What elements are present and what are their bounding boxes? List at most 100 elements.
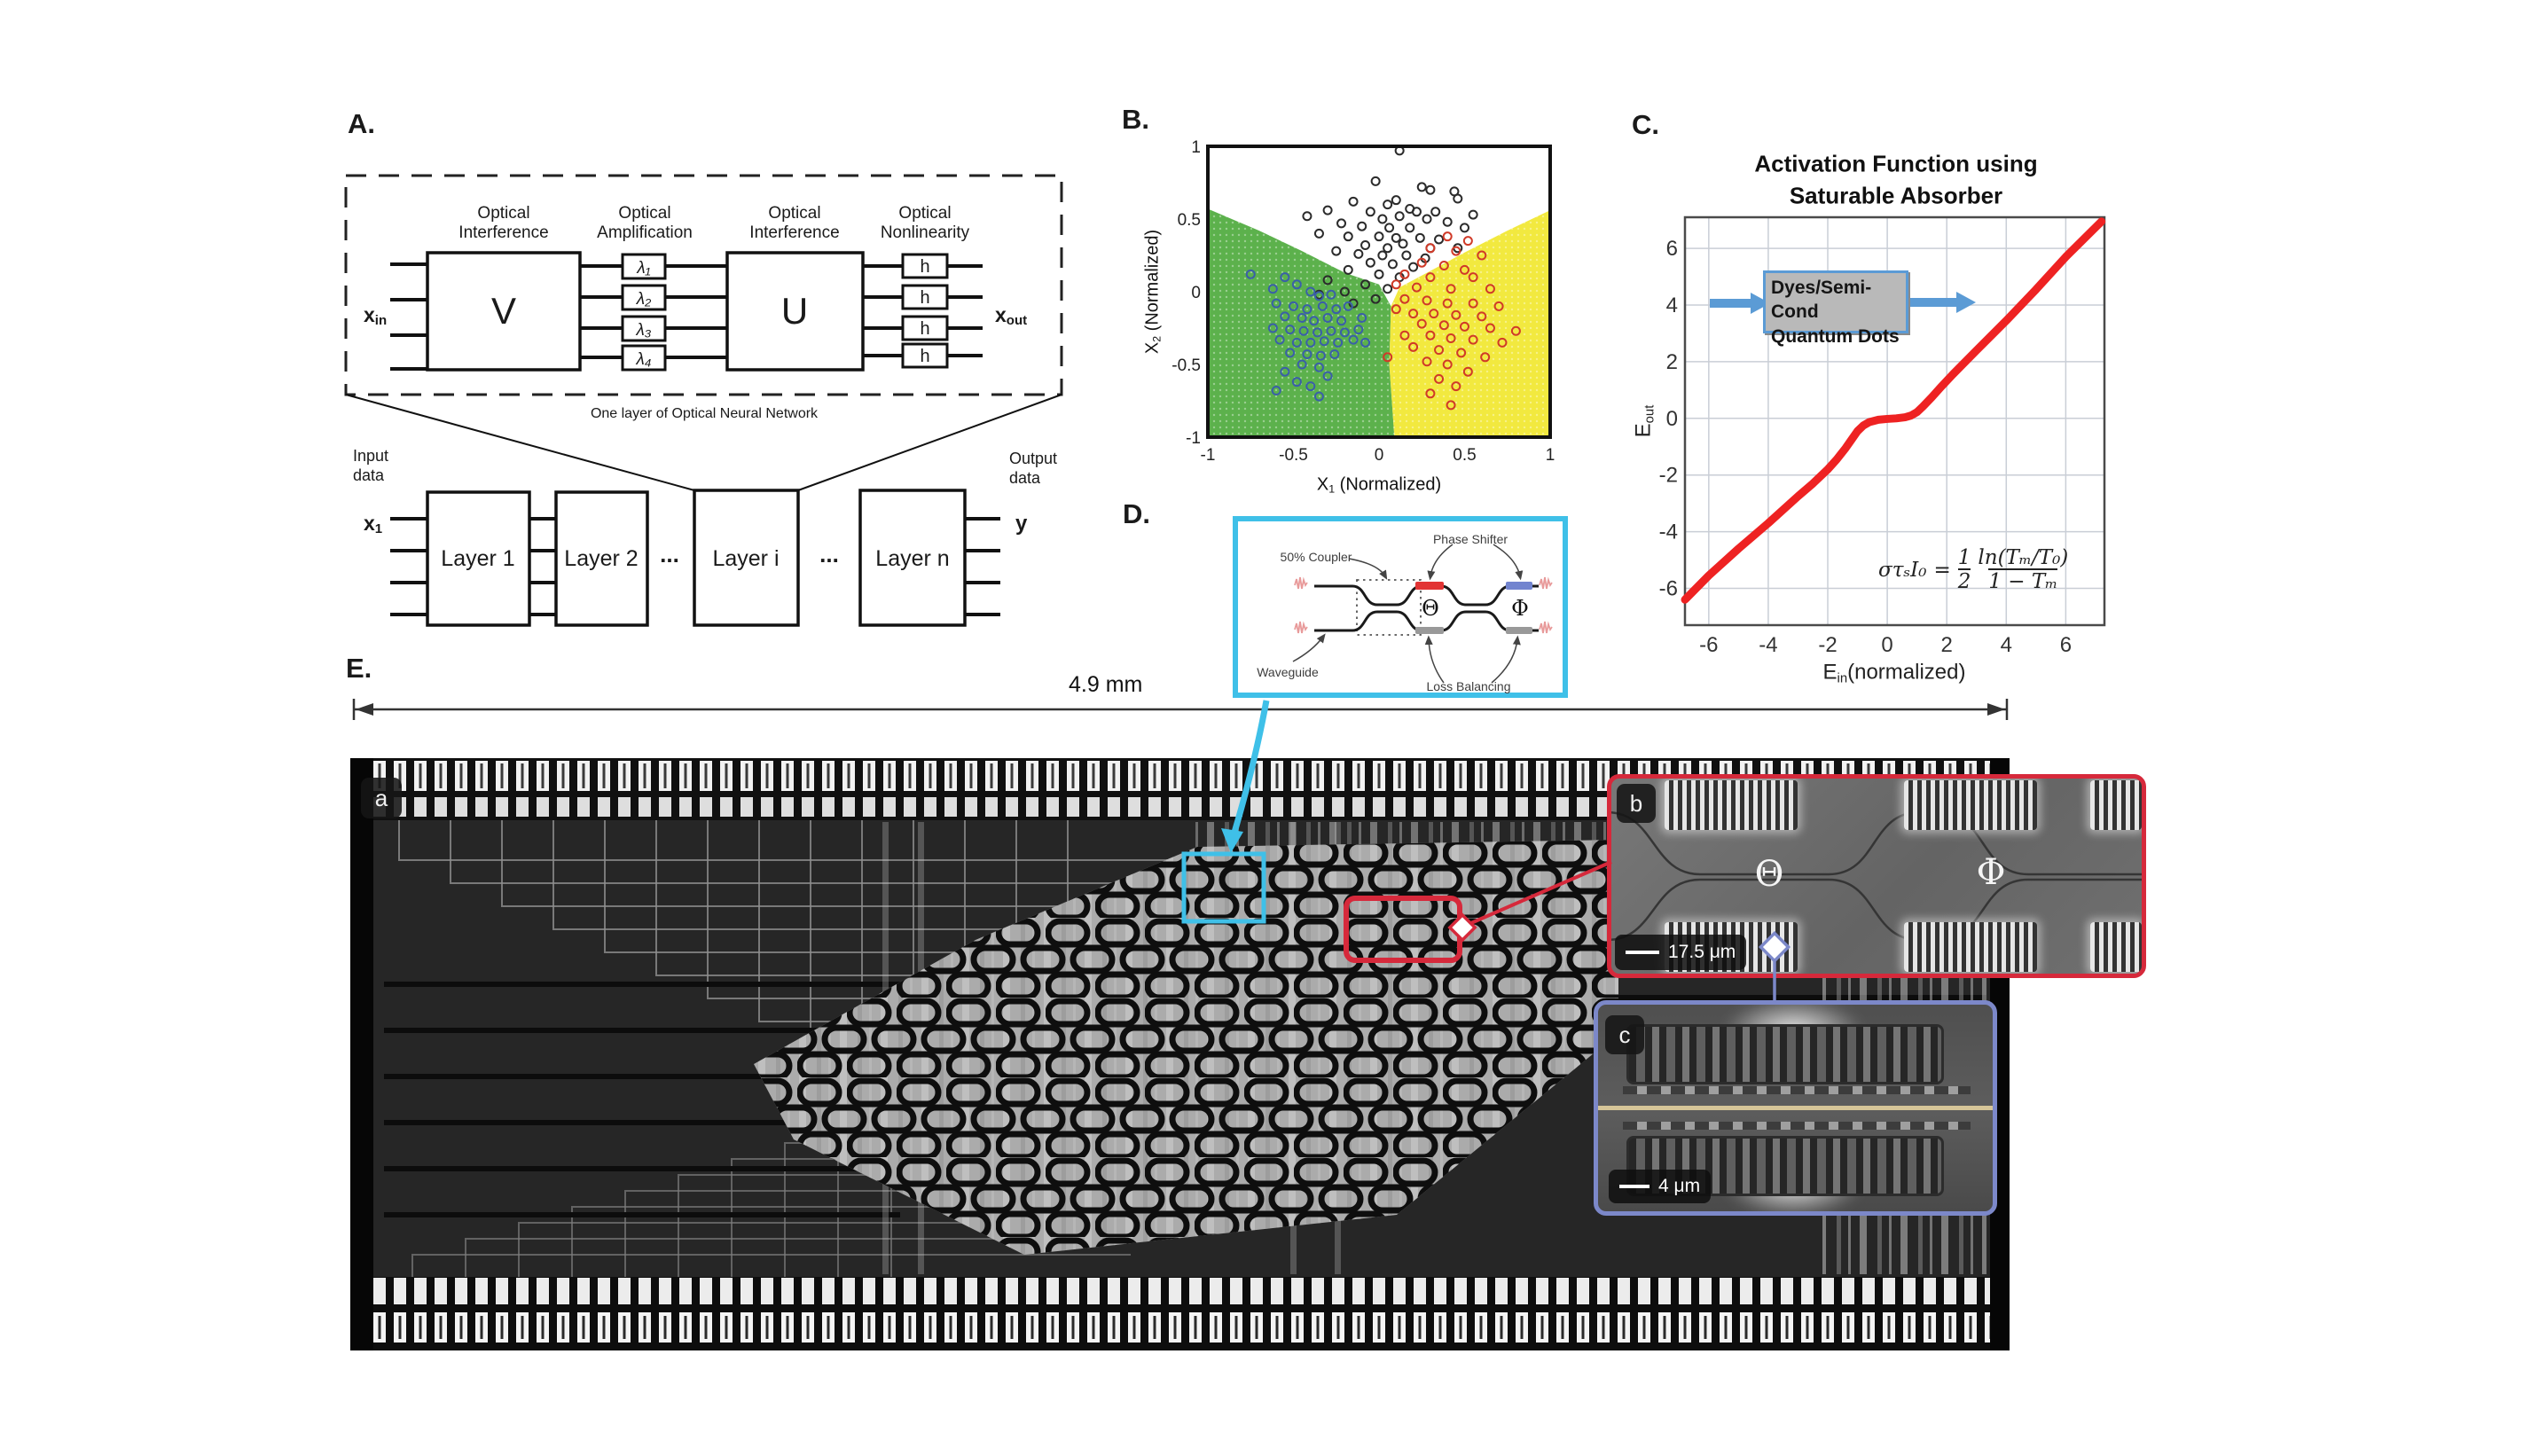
metal-contact xyxy=(2090,780,2142,830)
scale-bar-line xyxy=(1619,1185,1649,1188)
c-xlabel: Ein(normalized) xyxy=(1822,660,1966,686)
cluster-top-black-point xyxy=(1391,195,1401,206)
metal-contact xyxy=(2090,922,2142,972)
y-tick-label: -1 xyxy=(1186,429,1201,448)
scale-bar-b: 17.5 μm xyxy=(1615,935,1747,970)
x1-label: x1 xyxy=(364,512,382,536)
c-title-line2: Saturable Absorber xyxy=(1789,182,2003,209)
cluster-right-red-point xyxy=(1462,366,1473,377)
h3-symbol: h xyxy=(920,319,929,339)
x-tick-label: 0 xyxy=(1375,446,1384,465)
cluster-top-black-point xyxy=(1430,207,1441,217)
x-tick-label: -6 xyxy=(1699,633,1718,657)
cluster-top-black-point xyxy=(1414,232,1425,243)
cluster-top-black-point xyxy=(1401,250,1412,261)
cluster-right-red-point xyxy=(1462,236,1473,247)
cluster-left-blue-point xyxy=(1280,311,1290,322)
panel-d-label: D. xyxy=(1123,498,1150,529)
cluster-top-black-point xyxy=(1313,228,1324,239)
x-tick-label: 4 xyxy=(2001,633,2012,657)
cluster-left-blue-point xyxy=(1313,362,1324,372)
y-tick-label: 0 xyxy=(1666,407,1678,431)
cluster-left-blue-point xyxy=(1313,327,1323,338)
cluster-right-red-point xyxy=(1468,298,1478,309)
panel-c: C. Activation Function using Saturable A… xyxy=(1621,84,2144,705)
cluster-top-black-point xyxy=(1460,223,1469,233)
cluster-left-blue-point xyxy=(1267,284,1278,294)
cluster-left-blue-point xyxy=(1291,279,1302,290)
sub-figure-b-tag: b xyxy=(1617,784,1656,823)
cluster-right-red-point xyxy=(1422,356,1432,367)
plot-frame xyxy=(1206,145,1552,439)
lambda1-symbol: λ₁ xyxy=(636,259,650,278)
stage3-label-l1: Optical xyxy=(768,204,820,223)
lambda4-symbol: λ₄ xyxy=(636,350,652,369)
cluster-left-blue-point xyxy=(1313,291,1324,301)
cluster-left-blue-point xyxy=(1317,301,1328,311)
cluster-right-red-point xyxy=(1438,320,1449,331)
theta-symbol: Θ xyxy=(1754,854,1784,895)
cluster-top-black-point xyxy=(1365,207,1375,217)
output-data-label-l1: Output xyxy=(1009,450,1057,467)
loss-balancer-2 xyxy=(1506,627,1532,634)
waveguide-core-line xyxy=(1598,1106,1993,1110)
cluster-right-red-point xyxy=(1477,311,1487,322)
cluster-left-blue-point xyxy=(1291,377,1302,387)
cluster-right-red-point xyxy=(1468,334,1478,345)
funnel-left xyxy=(345,394,695,491)
inset-b-waveguides xyxy=(1611,810,2142,942)
cluster-left-blue-point xyxy=(1274,334,1285,345)
cluster-right-red-point xyxy=(1493,301,1504,311)
cluster-top-black-point xyxy=(1398,239,1408,249)
metal-contact xyxy=(1665,780,1798,830)
cluster-left-blue-point xyxy=(1289,301,1298,311)
cluster-top-black-point xyxy=(1377,250,1388,261)
cluster-left-blue-point xyxy=(1348,334,1359,345)
cluster-top-black-point xyxy=(1322,275,1333,286)
cluster-left-blue-point xyxy=(1343,301,1353,311)
cluster-left-blue-point xyxy=(1309,316,1320,326)
xin-label: xin xyxy=(364,303,387,328)
cluster-right-red-point xyxy=(1460,321,1469,332)
cluster-top-black-point xyxy=(1374,231,1384,242)
cluster-top-black-point xyxy=(1302,211,1313,222)
plot-frame xyxy=(1683,215,2106,627)
sub-figure-c-tag: c xyxy=(1605,1015,1644,1054)
panel-c-label: C. xyxy=(1632,109,1659,140)
x-tick-label: -1 xyxy=(1201,446,1216,465)
cluster-left-blue-point xyxy=(1271,298,1281,309)
cluster-right-red-point xyxy=(1485,323,1495,333)
cluster-top-black-point xyxy=(1387,259,1398,270)
y-tick-label: -6 xyxy=(1659,576,1678,600)
cluster-left-blue-point xyxy=(1360,337,1371,348)
cluster-right-red-point xyxy=(1442,298,1453,309)
cluster-top-black-point xyxy=(1383,243,1393,254)
cluster-right-red-point xyxy=(1425,272,1436,283)
coupler-label: 50% Coupler xyxy=(1280,550,1352,564)
panel-a-label: A. xyxy=(348,108,375,139)
y-tick-label: 1 xyxy=(1191,138,1201,157)
cluster-right-red-point xyxy=(1451,309,1461,320)
u-matrix-box xyxy=(725,251,865,372)
cluster-top-black-point xyxy=(1343,231,1353,242)
cluster-top-black-point xyxy=(1468,209,1478,220)
layer-n-label: Layer n xyxy=(875,546,949,571)
cluster-right-red-point xyxy=(1391,304,1401,315)
v-lambda-links xyxy=(580,264,727,359)
arrow-right-icon xyxy=(1987,703,2005,716)
scale-bar-line xyxy=(1626,951,1659,954)
cluster-top-black-point xyxy=(1331,246,1342,256)
cluster-top-black-point xyxy=(1360,240,1371,251)
phi-symbol: Φ xyxy=(1976,852,2006,893)
y-output-label: y xyxy=(1015,512,1028,536)
stage1-label-l2: Interference xyxy=(458,223,548,242)
funnel-right xyxy=(797,394,1062,491)
layer-stubs xyxy=(390,517,1000,616)
phi-symbol: Φ xyxy=(1511,596,1529,621)
arrow-left-icon xyxy=(356,703,373,716)
xout-label: xout xyxy=(995,303,1027,328)
y-tick-label: -4 xyxy=(1659,521,1678,544)
cluster-right-red-point xyxy=(1446,400,1456,411)
cluster-left-blue-point xyxy=(1297,313,1307,324)
